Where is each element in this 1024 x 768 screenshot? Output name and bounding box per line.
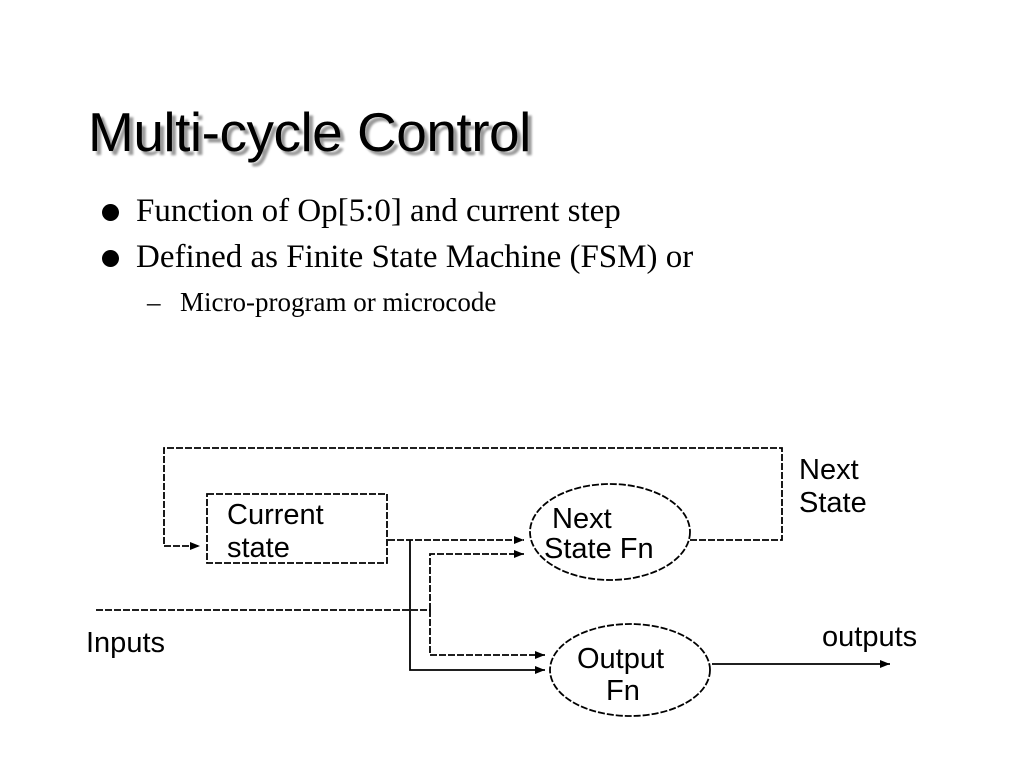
sub-bullet-text: Micro-program or microcode	[180, 287, 497, 317]
bullet-text: Function of Op[5:0] and current step	[136, 193, 621, 229]
bullet-dot-icon	[102, 204, 119, 221]
bullet-item: Function of Op[5:0] and current step	[100, 188, 980, 234]
output-fn-label: Fn	[606, 675, 640, 707]
current-state-label: Current	[227, 499, 324, 531]
bullet-text: Defined as Finite State Machine (FSM) or	[136, 239, 694, 275]
output-fn-ellipse	[549, 623, 711, 717]
state-to-output-fn-line	[409, 540, 545, 674]
output-fn-label: Output	[577, 643, 664, 675]
current-state-box	[206, 493, 388, 564]
inputs-to-next-fn-line	[429, 550, 524, 610]
next-state-label: Next	[799, 454, 859, 486]
next-state-fn-ellipse	[529, 483, 691, 581]
bullet-dot-icon	[102, 250, 119, 267]
slide-title: Multi-cycle Control	[88, 101, 531, 163]
dash-marker: –	[147, 287, 161, 317]
next-state-label: State	[799, 487, 867, 519]
bullet-list: Function of Op[5:0] and current step Def…	[100, 188, 980, 322]
inputs-to-output-fn-line	[429, 610, 545, 659]
sub-bullet-item: – Micro-program or microcode	[100, 282, 980, 322]
bullet-item: Defined as Finite State Machine (FSM) or	[100, 234, 980, 280]
next-state-fn-label: State Fn	[544, 533, 654, 565]
feedback-loop-line	[163, 447, 783, 550]
next-state-fn-label: Next	[552, 503, 612, 535]
outputs-label: outputs	[822, 621, 917, 653]
current-state-label: state	[227, 532, 290, 564]
inputs-label: Inputs	[86, 627, 165, 659]
